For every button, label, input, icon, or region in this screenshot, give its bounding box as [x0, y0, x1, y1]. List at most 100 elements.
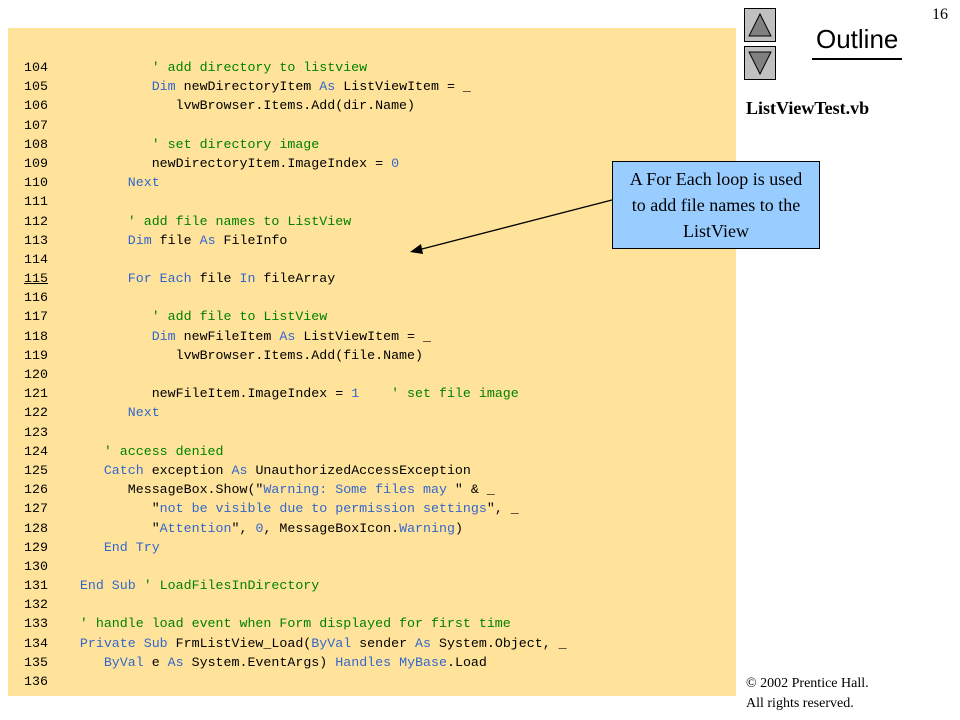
line-number: 135: [24, 654, 48, 670]
line-indent: [48, 501, 152, 516]
line-indent: [48, 521, 152, 536]
callout-text: A For Each loop is used to add file name…: [629, 169, 803, 241]
line-indent: [48, 309, 152, 324]
line-number: 130: [24, 558, 48, 574]
code-token: [359, 386, 391, 401]
code-token: 1: [351, 386, 360, 402]
next-slide-button[interactable]: [744, 46, 776, 80]
line-indent: [48, 674, 72, 689]
code-token: ' add directory to listview: [151, 60, 368, 75]
code-line-119: 119 lvwBrowser.Items.Add(file.Name): [24, 346, 567, 365]
code-line-122: 122 Next: [24, 403, 567, 422]
code-token: ' access denied: [103, 443, 224, 459]
code-line-127: 127 "not be visible due to permission se…: [24, 499, 567, 518]
line-number: 105: [24, 79, 48, 95]
line-number: 126: [24, 482, 48, 498]
triangle-down-icon: [748, 51, 772, 76]
code-token: e: [143, 654, 168, 670]
line-indent: [48, 271, 128, 286]
code-line-114: 114: [24, 250, 567, 269]
code-line-123: 123: [24, 423, 567, 442]
line-number: 106: [24, 98, 48, 114]
code-token: lvwBrowser.Items.Add(file.Name): [175, 347, 423, 363]
line-number: 123: [24, 424, 48, 440]
line-number: 118: [24, 328, 48, 344]
line-indent: [48, 559, 72, 574]
line-indent: [48, 79, 152, 94]
line-indent: [48, 175, 128, 190]
outline-underline: [812, 58, 902, 60]
code-token: [136, 578, 144, 593]
line-indent: [48, 118, 72, 133]
code-token: file: [151, 232, 200, 248]
line-indent: [48, 348, 176, 363]
code-token: As: [167, 654, 184, 670]
code-token: ", _: [486, 501, 519, 517]
line-number: 127: [24, 501, 48, 517]
code-token: .Load: [446, 654, 487, 670]
code-line-132: 132: [24, 595, 567, 614]
previous-slide-button[interactable]: [744, 8, 776, 42]
code-token: Dim: [127, 232, 152, 248]
line-indent: [48, 578, 80, 593]
code-line-121: 121 newFileItem.ImageIndex = 1 ' set fil…: [24, 384, 567, 403]
line-number: 117: [24, 309, 48, 325]
code-token: Private Sub: [79, 635, 168, 651]
line-number: 125: [24, 462, 48, 478]
code-line-134: 134 Private Sub FrmListView_Load(ByVal s…: [24, 634, 567, 653]
code-line-125: 125 Catch exception As UnauthorizedAcces…: [24, 461, 567, 480]
code-token: As: [319, 79, 336, 95]
code-line-112: 112 ' add file names to ListView: [24, 212, 567, 231]
code-token: FileInfo: [215, 232, 288, 248]
line-number: 133: [24, 616, 48, 632]
line-indent: [48, 616, 80, 631]
code-line-117: 117 ' add file to ListView: [24, 307, 567, 326]
line-indent: [48, 425, 72, 440]
line-indent: [48, 137, 152, 152]
code-token: newDirectoryItem.ImageIndex =: [151, 155, 392, 171]
outline-title[interactable]: Outline: [816, 24, 899, 54]
code-line-118: 118 Dim newFileItem As ListViewItem = _: [24, 327, 567, 346]
code-line-128: 128 "Attention", 0, MessageBoxIcon.Warni…: [24, 519, 567, 538]
line-indent: [48, 194, 72, 209]
code-line-113: 113 Dim file As FileInfo: [24, 231, 567, 250]
code-line-109: 109 newDirectoryItem.ImageIndex = 0: [24, 154, 567, 173]
code-token: Attention: [159, 520, 232, 536]
line-number: 121: [24, 386, 48, 402]
line-number: 124: [24, 443, 48, 459]
code-token: Next: [127, 175, 160, 191]
line-number: 120: [24, 367, 48, 382]
line-indent: [48, 60, 152, 75]
line-indent: [48, 405, 128, 420]
line-number: 132: [24, 597, 48, 613]
line-indent: [48, 540, 104, 555]
copyright-line-1: © 2002 Prentice Hall.: [746, 676, 869, 691]
copyright-notice: © 2002 Prentice Hall. All rights reserve…: [746, 674, 869, 714]
code-token: ' add file names to ListView: [127, 213, 352, 229]
code-token: 0: [391, 155, 400, 171]
code-token: not be visible due to permission setting…: [159, 501, 487, 517]
code-token: " & _: [454, 482, 495, 498]
page-number: 16: [932, 6, 948, 23]
code-token: ": [151, 520, 160, 536]
line-number: 110: [24, 175, 48, 191]
code-token: ' handle load event when Form displayed …: [79, 616, 511, 632]
code-token: Warning: [399, 520, 455, 536]
file-name: ListViewTest.vb: [746, 98, 870, 118]
line-indent: [48, 463, 104, 478]
code-token: ByVal: [103, 654, 144, 670]
code-token: ": [151, 501, 160, 517]
code-line-107: 107: [24, 116, 567, 135]
code-line-135: 135 ByVal e As System.EventArgs) Handles…: [24, 653, 567, 672]
code-token: newFileItem: [175, 328, 280, 344]
code-token: For Each: [127, 271, 192, 287]
line-number: 122: [24, 405, 48, 421]
code-token: As: [199, 232, 216, 248]
line-indent: [48, 597, 72, 612]
code-token: fileArray: [255, 271, 336, 287]
code-token: exception: [143, 462, 232, 478]
code-token: ByVal: [311, 635, 352, 651]
code-token: ' add file to ListView: [151, 309, 328, 325]
